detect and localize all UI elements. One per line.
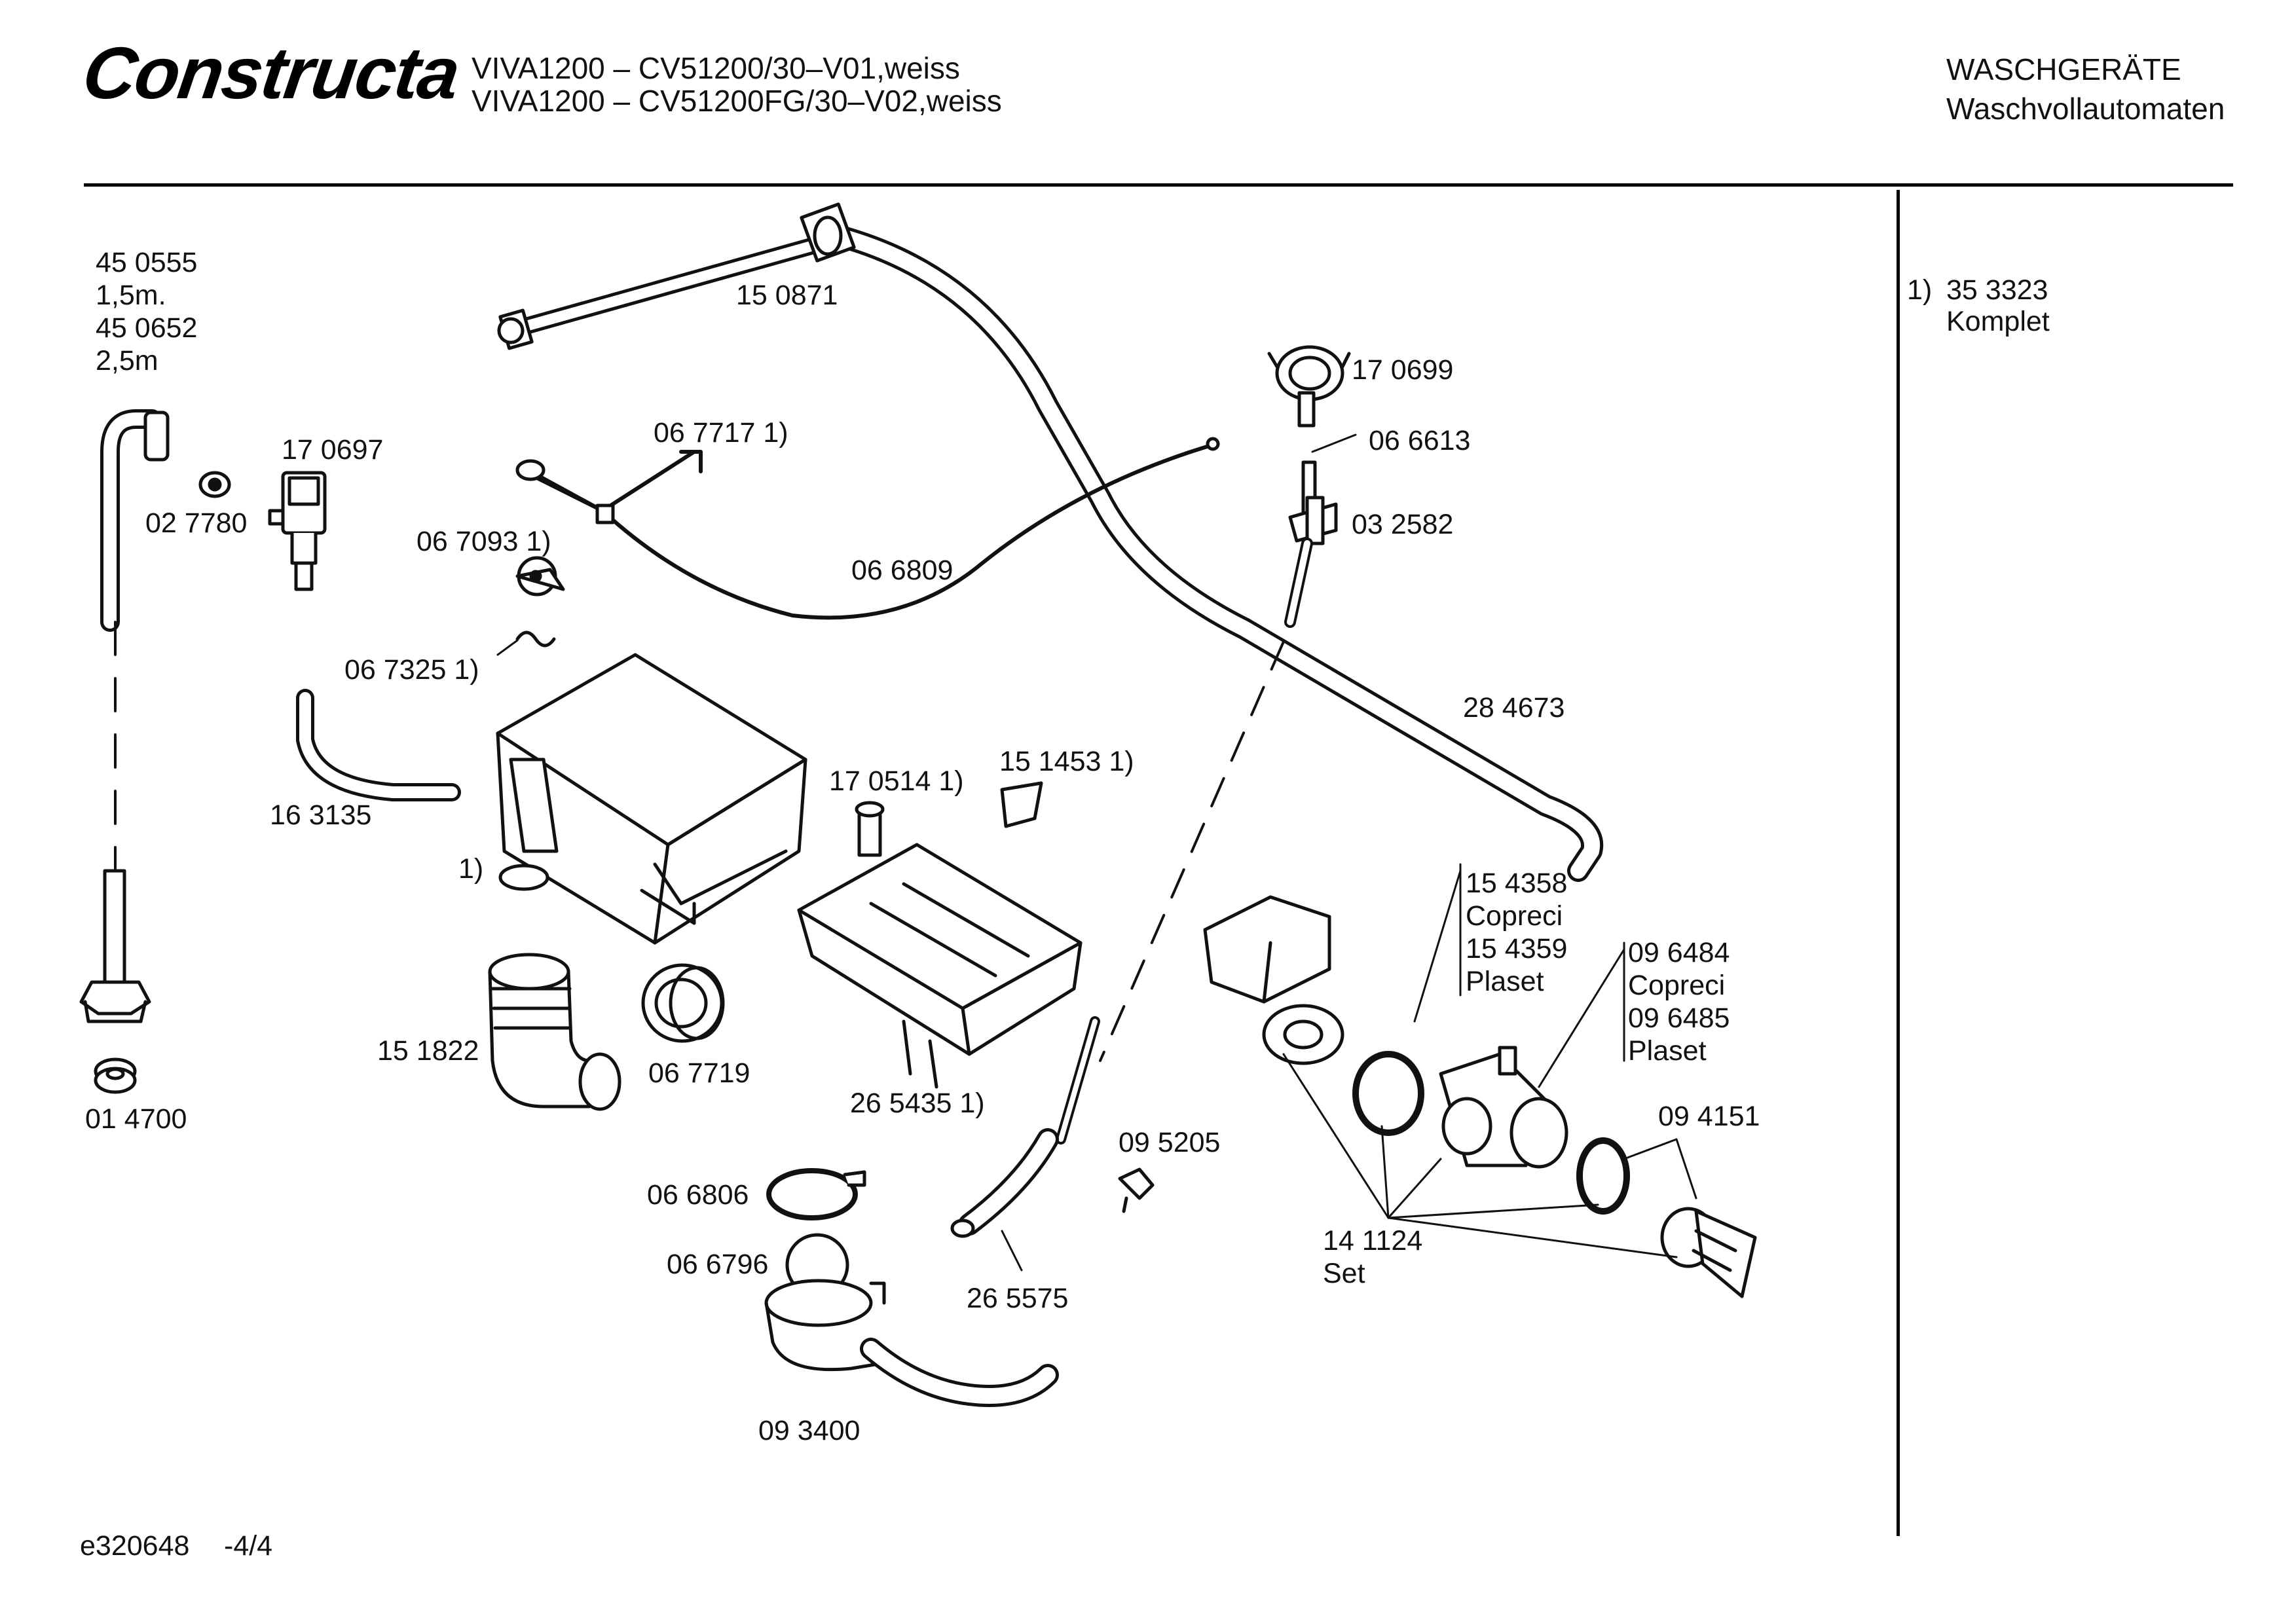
pump-motor-part [1203, 895, 1344, 1065]
cover-151453-part [1000, 781, 1043, 828]
label-093400: 09 3400 [758, 1415, 861, 1446]
label-066613: 06 6613 [1369, 425, 1471, 456]
inlet-valve-170697-part [268, 471, 327, 591]
label-141124: 14 1124 [1323, 1225, 1423, 1256]
label-163135: 16 3135 [270, 799, 372, 831]
model-line-2: VIVA1200 – CV51200FG/30–V02,weiss [472, 84, 1002, 118]
holder-032582-part [1288, 496, 1338, 545]
supply-hose-150871-part [497, 202, 1604, 882]
filter-housing-096484-part [1439, 1046, 1568, 1169]
label-170699: 17 0699 [1352, 354, 1454, 386]
sump-093400-part [764, 1279, 1059, 1407]
label-284673: 28 4673 [1463, 692, 1565, 724]
label-154359: 15 4359 [1466, 933, 1568, 964]
label-067325: 06 7325 1) [344, 654, 479, 686]
label-copreci-2: Copreci [1628, 970, 1726, 1001]
label-length-2-5m: 2,5m [96, 345, 158, 376]
o-ring-154358-part [1352, 1051, 1424, 1136]
category-title: WASCHGERÄTE [1946, 52, 2181, 86]
label-set: Set [1323, 1258, 1365, 1289]
label-length-1-5m: 1,5m. [96, 280, 166, 311]
label-095205: 09 5205 [1119, 1127, 1221, 1158]
pressure-tube-dashed [1056, 538, 1313, 1145]
bracket-067717-part [515, 450, 703, 524]
label-footnote-mark: 1) [458, 853, 484, 885]
header-divider [84, 183, 2233, 187]
label-450555: 45 0555 [96, 247, 198, 278]
ring-067719-part [641, 963, 725, 1043]
label-067717: 06 7717 1) [654, 417, 788, 449]
label-170697: 17 0697 [282, 434, 384, 466]
label-096484: 09 6484 [1628, 937, 1730, 968]
label-027780: 02 7780 [145, 507, 248, 539]
label-plaset-2: Plaset [1628, 1035, 1707, 1067]
label-014700: 01 4700 [85, 1103, 187, 1135]
clamp-066806-part [766, 1168, 866, 1220]
label-265575: 26 5575 [967, 1283, 1069, 1314]
label-170514: 17 0514 1) [829, 765, 964, 797]
label-066809: 06 6809 [851, 555, 954, 586]
model-line-1: VIVA1200 – CV51200/30–V01,weiss [472, 51, 960, 85]
sidebar-divider [1897, 190, 1900, 1536]
label-copreci-1: Copreci [1466, 900, 1563, 932]
cap-170514-part [855, 801, 885, 857]
label-265435: 26 5435 1) [850, 1088, 985, 1119]
lever-067093-part [515, 556, 565, 596]
footnote-text: Komplet [1946, 306, 2050, 337]
seal-014700-part [94, 1057, 137, 1094]
filter-plug-part [1660, 1207, 1757, 1298]
document-id: e320648 [80, 1530, 190, 1562]
label-067719: 06 7719 [648, 1057, 750, 1089]
o-ring-094151-part [1576, 1137, 1630, 1215]
clip-095205-part [1118, 1167, 1155, 1213]
footnote-part-number: 35 3323 [1946, 274, 2048, 306]
page-number: -4/4 [224, 1530, 273, 1562]
leader-lines [1282, 863, 1697, 1258]
label-150871: 15 0871 [736, 280, 838, 311]
label-032582: 03 2582 [1352, 509, 1454, 540]
label-450652: 45 0652 [96, 312, 198, 344]
drawer-265435-part [797, 843, 1083, 1089]
pressure-switch-170699-part [1267, 345, 1351, 428]
label-096485: 09 6485 [1628, 1002, 1730, 1034]
hose-450555-part [79, 409, 170, 1023]
label-151822: 15 1822 [377, 1035, 479, 1067]
cable-066809-part [522, 437, 1220, 620]
subcategory-title: Waschvollautomaten [1946, 92, 2225, 126]
label-067093: 06 7093 1) [417, 526, 551, 557]
filter-027780-part [198, 471, 231, 498]
hose-163135-part [296, 689, 461, 801]
label-151453: 15 1453 1) [999, 746, 1134, 777]
label-094151: 09 4151 [1658, 1101, 1760, 1132]
label-154358: 15 4358 [1466, 868, 1568, 899]
hose-265575-part [950, 1128, 1059, 1272]
label-066806: 06 6806 [647, 1179, 749, 1211]
spring-067325-part [496, 631, 556, 656]
dispenser-housing-part [496, 653, 807, 945]
footnote-marker: 1) [1907, 274, 1933, 306]
label-plaset-1: Plaset [1466, 966, 1544, 997]
bellows-151822-part [488, 953, 621, 1111]
label-066796: 06 6796 [667, 1249, 769, 1280]
